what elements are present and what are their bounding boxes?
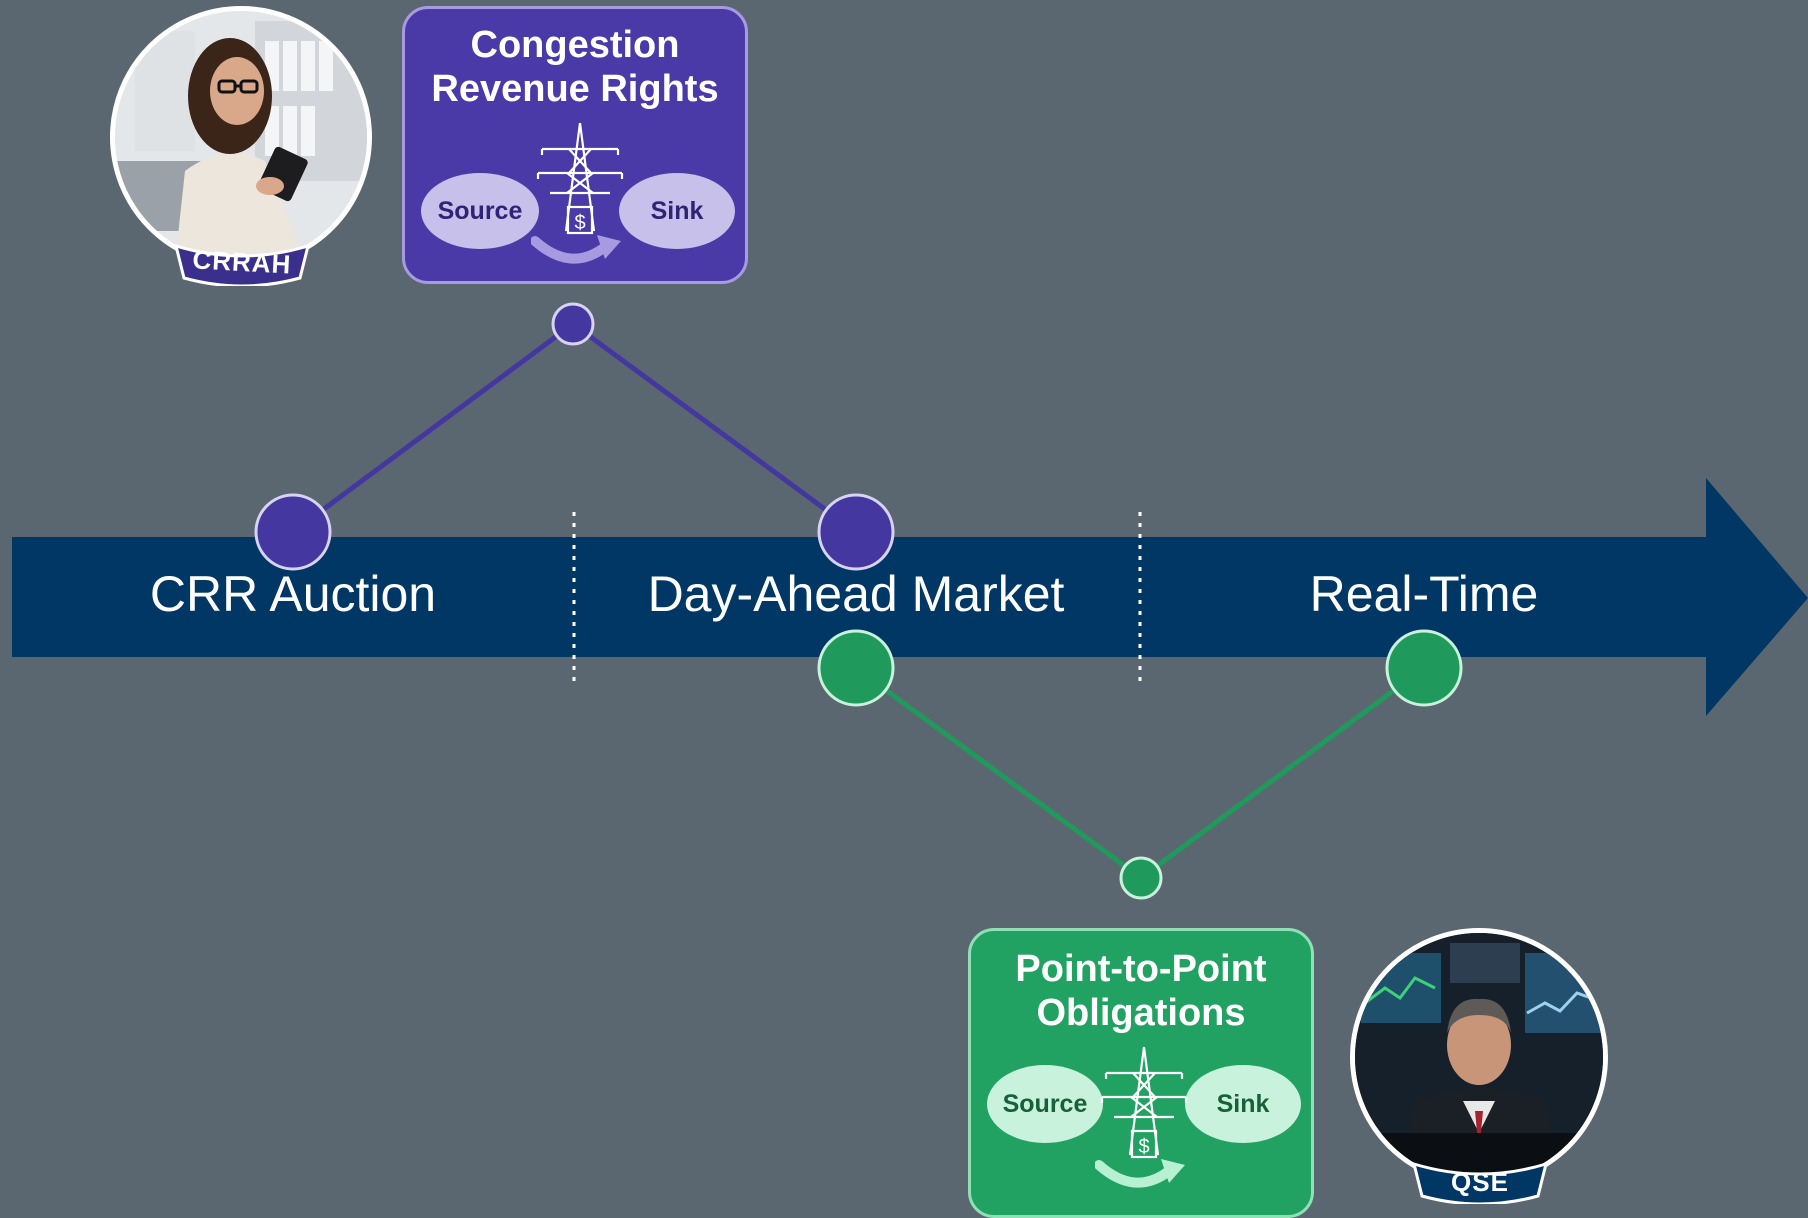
qse-badge-shape [1411, 1161, 1549, 1204]
ptp-source-oval: Source [987, 1065, 1103, 1143]
crr-dollar-sign: $ [574, 212, 585, 234]
transmission-tower-icon: $ [1100, 1046, 1188, 1159]
crr-box: Congestion Revenue Rights Source Sink $ [402, 6, 748, 284]
ptp-dam-node [817, 629, 895, 707]
timeline-arrow [12, 478, 1808, 716]
crr-flow-arrow-icon [531, 235, 621, 264]
ptp-sink-oval: Sink [1185, 1065, 1301, 1143]
stage-label-day-ahead-market: Day-Ahead Market [647, 566, 1065, 622]
ptp-realtime-node [1385, 629, 1463, 707]
ptp-sink-label: Sink [1216, 1089, 1270, 1118]
crr-source-oval: Source [421, 173, 539, 249]
ptp-source-label: Source [1002, 1089, 1088, 1118]
crr-sink-oval: Sink [619, 173, 735, 249]
crr-auction-node [254, 493, 332, 571]
ptp-apex-node [1119, 856, 1163, 900]
crr-apex-node [551, 302, 595, 346]
crrah-avatar [110, 6, 372, 268]
transmission-tower-icon: $ [536, 122, 624, 235]
crr-sink-label: Sink [650, 196, 704, 225]
ptp-title-line1: Point-to-Point [1015, 948, 1267, 990]
crr-title-line1: Congestion [470, 24, 680, 66]
crr-title-line2: Revenue Rights [431, 68, 719, 110]
ptp-box: Point-to-Point Obligations Source Sink $ [968, 928, 1314, 1218]
qse-avatar [1350, 928, 1608, 1186]
stage-label-real-time: Real-Time [1309, 566, 1539, 622]
ptp-dollar-sign: $ [1138, 1136, 1149, 1158]
crr-connector-line [291, 320, 858, 535]
qse-badge-label: QSE [1451, 1167, 1509, 1197]
stage-label-crr-auction: CRR Auction [149, 566, 437, 622]
ptp-connector-line [854, 665, 1426, 882]
ptp-flow-arrow-icon [1095, 1159, 1185, 1188]
trader-at-monitors-photo [1355, 933, 1603, 1181]
ptp-title-line2: Obligations [1036, 992, 1246, 1034]
crr-dam-node [817, 493, 895, 571]
crrah-badge-shape [173, 243, 311, 286]
crr-source-label: Source [437, 196, 523, 225]
person-with-calculator-photo [115, 11, 367, 263]
